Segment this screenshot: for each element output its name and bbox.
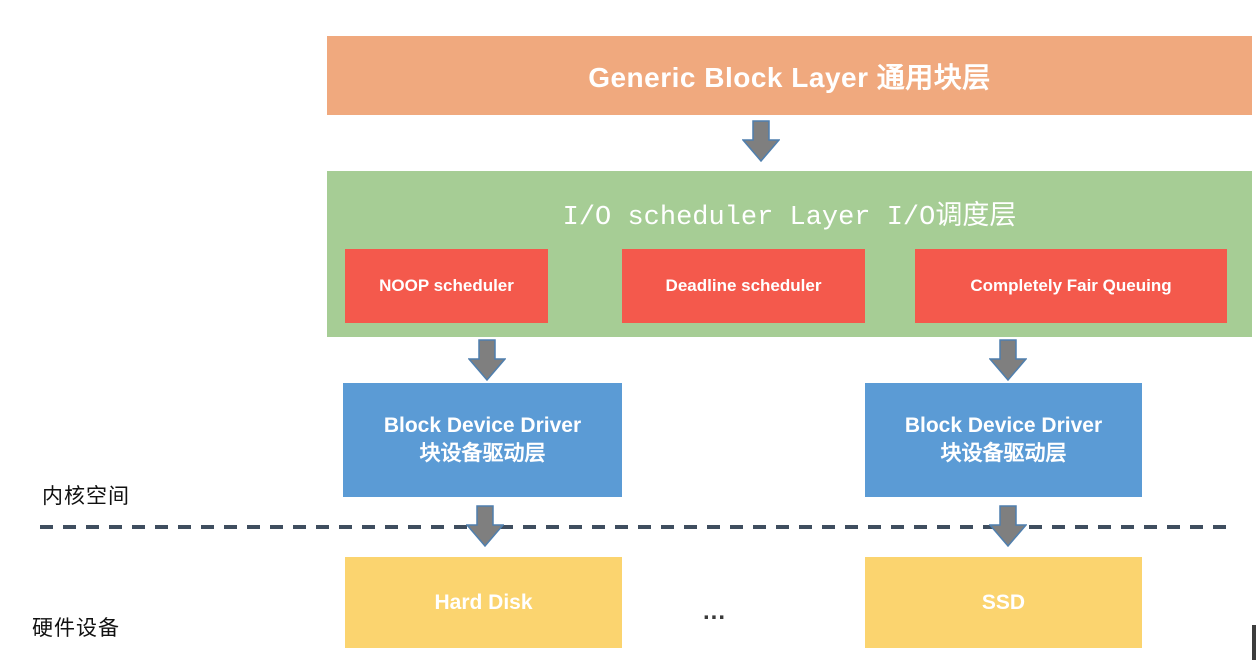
ssd-box: SSD (865, 557, 1142, 648)
ellipsis-label: ... (703, 598, 727, 625)
generic-block-layer-label: Generic Block Layer 通用块层 (588, 61, 991, 93)
text-cursor (1252, 625, 1256, 660)
block-device-driver-right-title: Block Device Driver (904, 414, 1103, 437)
down-arrow-icon (989, 505, 1027, 547)
io-scheduler-layer-box: I/O scheduler Layer I/O调度层 NOOP schedule… (327, 171, 1252, 337)
scheduler-cfq-label: Completely Fair Queuing (970, 276, 1172, 295)
block-device-driver-left-title: Block Device Driver (383, 414, 582, 437)
scheduler-cfq-box: Completely Fair Queuing (915, 249, 1227, 323)
block-device-driver-left-subtitle: 块设备驱动层 (419, 442, 546, 465)
block-device-driver-right-box: Block Device Driver 块设备驱动层 (865, 383, 1142, 497)
scheduler-noop-label: NOOP scheduler (379, 276, 514, 295)
ssd-label: SSD (981, 590, 1026, 614)
down-arrow-icon (466, 505, 504, 547)
kernel-space-label: 内核空间 (42, 484, 130, 508)
generic-block-layer-box: Generic Block Layer 通用块层 (327, 36, 1252, 115)
scheduler-deadline-box: Deadline scheduler (622, 249, 865, 323)
scheduler-noop-box: NOOP scheduler (345, 249, 548, 323)
hard-disk-label: Hard Disk (434, 590, 533, 614)
hardware-devices-label: 硬件设备 (32, 616, 120, 640)
kernel-hardware-divider (40, 525, 1233, 529)
down-arrow-icon (742, 120, 780, 162)
io-scheduler-layer-label: I/O scheduler Layer I/O调度层 (562, 203, 1017, 233)
down-arrow-icon (468, 339, 506, 381)
down-arrow-icon (989, 339, 1027, 381)
block-device-driver-right-subtitle: 块设备驱动层 (940, 442, 1067, 465)
block-device-driver-left-box: Block Device Driver 块设备驱动层 (343, 383, 622, 497)
hard-disk-box: Hard Disk (345, 557, 622, 648)
scheduler-deadline-label: Deadline scheduler (665, 276, 822, 295)
